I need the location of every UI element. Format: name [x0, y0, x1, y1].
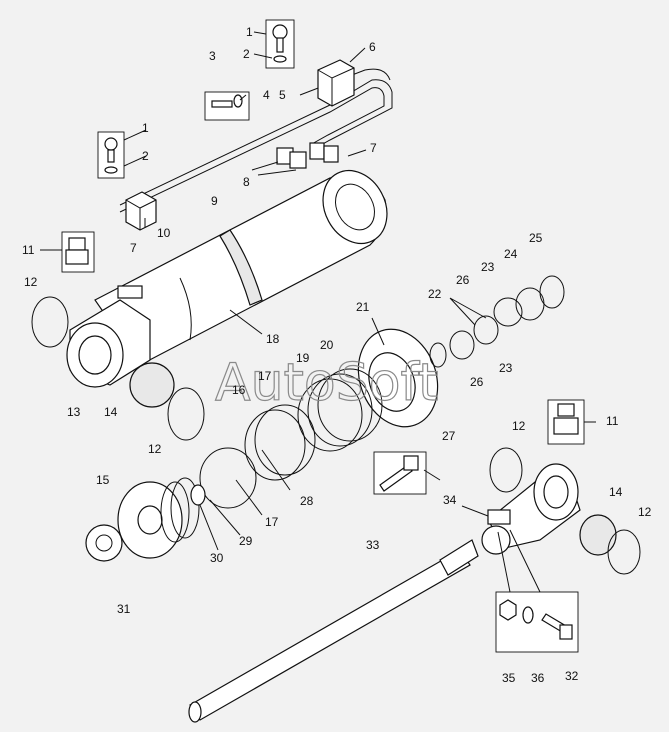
label-33: 33 — [366, 538, 380, 552]
pipe-clamp-6 — [317, 59, 355, 107]
label-12-b: 12 — [148, 442, 162, 456]
pipe-clamps-8 — [276, 142, 339, 169]
label-14-right: 14 — [609, 485, 623, 499]
label-7-left: 7 — [130, 241, 137, 255]
label-32: 32 — [565, 669, 579, 683]
label-5: 5 — [279, 88, 286, 102]
piston-rod-33 — [188, 539, 479, 723]
label-11-left: 11 — [22, 243, 35, 257]
label-36: 36 — [531, 671, 545, 685]
cylinder-tube-18 — [94, 170, 388, 366]
hydraulic-pipes — [119, 68, 393, 213]
label-7-top: 7 — [370, 141, 377, 155]
label-2: 2 — [243, 47, 250, 61]
label-22: 22 — [428, 287, 442, 301]
label-21: 21 — [356, 300, 370, 314]
part-labels: 1 2 3 4 5 6 7 8 9 1 2 10 11 7 12 13 14 1… — [22, 25, 652, 685]
label-14-left: 14 — [104, 405, 118, 419]
label-29: 29 — [239, 534, 253, 548]
bolt-box-left — [97, 131, 125, 179]
label-2-left: 2 — [142, 149, 149, 163]
bolt-27 — [373, 451, 427, 495]
label-3: 3 — [209, 49, 216, 63]
label-12-d: 12 — [638, 505, 652, 519]
label-11-right: 11 — [606, 414, 619, 428]
watermark: AutoSoft — [215, 353, 438, 413]
label-35: 35 — [502, 671, 516, 685]
label-12-c: 12 — [512, 419, 526, 433]
label-34: 34 — [443, 493, 457, 507]
label-9: 9 — [211, 194, 218, 208]
label-26-b: 26 — [470, 375, 484, 389]
label-18: 18 — [266, 332, 280, 346]
label-27: 27 — [442, 429, 456, 443]
bolt-box-top — [265, 19, 295, 69]
label-30: 30 — [210, 551, 224, 565]
label-25: 25 — [529, 231, 543, 245]
label-24: 24 — [504, 247, 518, 261]
label-12-a: 12 — [24, 275, 38, 289]
label-31: 31 — [117, 602, 131, 616]
label-19: 19 — [296, 351, 310, 365]
label-16: 16 — [232, 383, 246, 397]
seals-22-26 — [429, 275, 565, 368]
cylinder-head-21 — [357, 328, 439, 428]
label-26-a: 26 — [456, 273, 470, 287]
label-6: 6 — [369, 40, 376, 54]
label-17-b: 17 — [265, 515, 279, 529]
label-10: 10 — [157, 226, 171, 240]
label-28: 28 — [300, 494, 314, 508]
label-1-left: 1 — [142, 121, 149, 135]
right-bushing-and-rings — [489, 447, 641, 575]
label-4: 4 — [263, 88, 270, 102]
label-15: 15 — [96, 473, 110, 487]
label-13: 13 — [67, 405, 81, 419]
cylinder-eye-end-13 — [66, 285, 151, 388]
leader-lines — [40, 31, 596, 593]
label-8: 8 — [243, 175, 250, 189]
rod-eye-34 — [481, 463, 581, 555]
bolt-box-32-35-36 — [495, 591, 579, 653]
piston-and-seals — [31, 296, 383, 562]
pipe-flange-10 — [125, 191, 157, 231]
label-23-a: 23 — [481, 260, 495, 274]
label-17-a: 17 — [258, 369, 272, 383]
label-20: 20 — [320, 338, 334, 352]
label-23-b: 23 — [499, 361, 513, 375]
bolt-box-3-4 — [204, 91, 250, 121]
label-1: 1 — [246, 25, 253, 39]
grease-fitting-11-right — [547, 399, 585, 445]
grease-fitting-11-left — [61, 231, 95, 273]
